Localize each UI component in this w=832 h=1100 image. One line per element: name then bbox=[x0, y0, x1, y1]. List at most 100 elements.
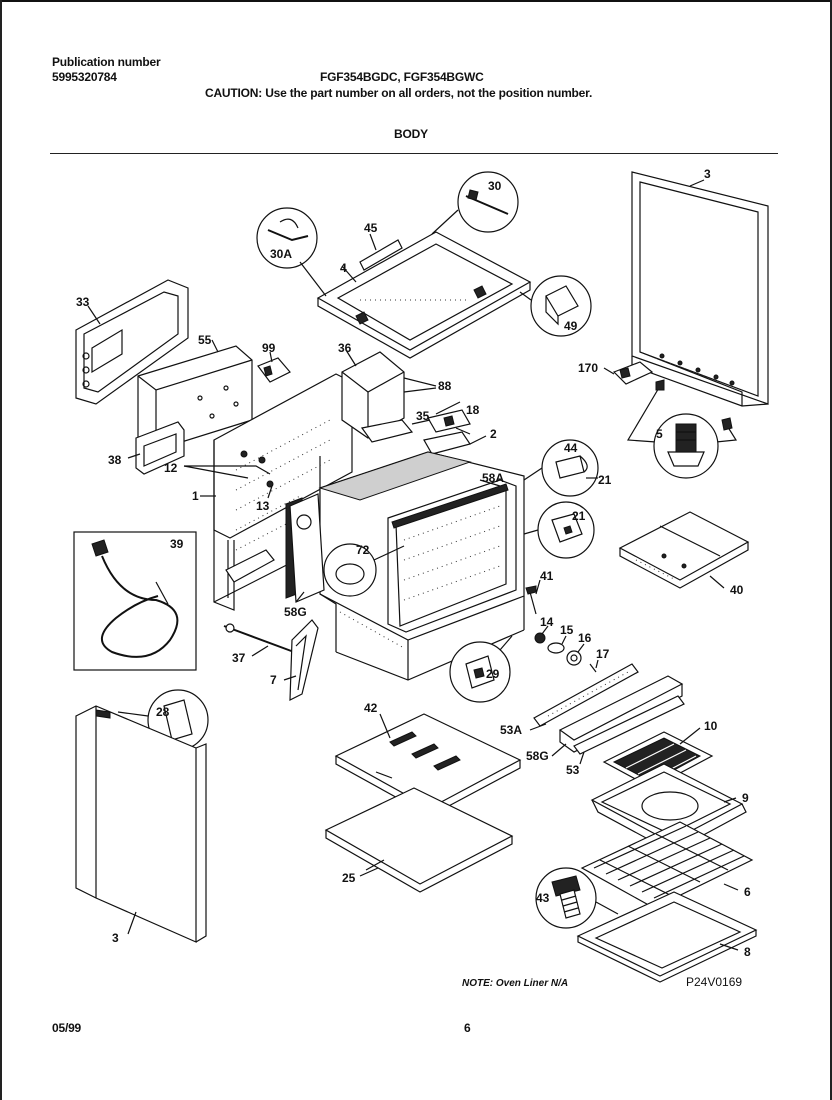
detail-21-clip bbox=[523, 501, 595, 559]
callout: 58G bbox=[284, 605, 307, 619]
callout: 16 bbox=[578, 631, 592, 645]
callout: 55 bbox=[198, 333, 212, 347]
callout: 2 bbox=[490, 427, 497, 441]
part-41-screw bbox=[525, 585, 537, 615]
part-1-side-frame bbox=[213, 373, 353, 611]
callout: 33 bbox=[76, 295, 90, 309]
part-40-shield bbox=[618, 511, 750, 589]
part-53-trim bbox=[573, 695, 685, 755]
callout: 53 bbox=[566, 763, 580, 777]
callout: 3 bbox=[112, 931, 119, 945]
callout-labels: 30 30A 45 4 49 3 33 55 99 36 88 18 35 2 … bbox=[76, 167, 751, 959]
footer-date: 05/99 bbox=[52, 1021, 82, 1035]
callout: 18 bbox=[466, 403, 480, 417]
callout: 43 bbox=[536, 891, 550, 905]
back-panel-part bbox=[631, 171, 769, 407]
callout: 40 bbox=[730, 583, 744, 597]
callout: 14 bbox=[540, 615, 554, 629]
callout: 1 bbox=[192, 489, 199, 503]
callout: 170 bbox=[578, 361, 598, 375]
callout: 21 bbox=[598, 473, 612, 487]
callout: 5 bbox=[656, 427, 663, 441]
part-58g-trim-insulation bbox=[558, 675, 684, 753]
oven-cavity bbox=[318, 451, 525, 681]
callout: 3 bbox=[704, 167, 711, 181]
callout: 45 bbox=[364, 221, 378, 235]
callout: 58A bbox=[482, 471, 504, 485]
callout: 41 bbox=[540, 569, 554, 583]
oven-liner-note: NOTE: Oven Liner N/A bbox=[462, 978, 568, 989]
drawing-code: P24V0169 bbox=[686, 975, 742, 989]
part-37-rod bbox=[223, 623, 295, 653]
callout: 8 bbox=[744, 945, 751, 959]
callout: 29 bbox=[486, 667, 500, 681]
callout: 35 bbox=[416, 409, 430, 423]
page-border-top bbox=[0, 0, 832, 2]
part-3-side-panel bbox=[75, 705, 207, 943]
callout: 53A bbox=[500, 723, 522, 737]
leader-88 bbox=[403, 387, 437, 393]
page-border-right bbox=[830, 0, 832, 1100]
part-2-bracket bbox=[423, 431, 487, 455]
callout: 17 bbox=[596, 647, 610, 661]
detail-72-gasket bbox=[323, 543, 405, 597]
callout: 13 bbox=[256, 499, 270, 513]
leader-lines bbox=[87, 179, 739, 951]
callout: 9 bbox=[742, 791, 749, 805]
leader-35 bbox=[411, 419, 431, 425]
detail-30a-clip bbox=[256, 207, 327, 297]
callout: 7 bbox=[270, 673, 277, 687]
part-42-oven-bottom bbox=[334, 713, 522, 817]
callout: 36 bbox=[338, 341, 352, 355]
callout: 10 bbox=[704, 719, 718, 733]
callout: 39 bbox=[170, 537, 184, 551]
detail-5-leveling-leg bbox=[626, 379, 738, 479]
detail-44-knob bbox=[523, 439, 599, 497]
caution-text: CAUTION: Use the part number on all orde… bbox=[205, 86, 593, 100]
detail-30-bracket bbox=[431, 171, 519, 235]
detail-29-clip bbox=[449, 635, 513, 703]
detail-43-screw bbox=[535, 867, 619, 929]
part-170-bracket bbox=[603, 361, 654, 385]
part-99-clip bbox=[257, 357, 291, 383]
part-7-hinge bbox=[289, 619, 319, 701]
callout: 58G bbox=[526, 749, 549, 763]
part-53a-trim bbox=[533, 663, 639, 727]
header-rule bbox=[50, 153, 778, 154]
callout: 88 bbox=[438, 379, 452, 393]
part-6-oven-rack bbox=[580, 821, 754, 909]
callout: 12 bbox=[164, 461, 178, 475]
part-38-bracket bbox=[135, 421, 185, 475]
callout: 49 bbox=[564, 319, 578, 333]
publication-number: 5995320784 bbox=[52, 70, 117, 84]
detail-49-bracket bbox=[519, 275, 592, 337]
callout: 4 bbox=[340, 261, 347, 275]
callout: 42 bbox=[364, 701, 378, 715]
part-25-bottom-panel bbox=[324, 787, 514, 893]
callout: 99 bbox=[262, 341, 276, 355]
part-18-bracket bbox=[427, 409, 471, 433]
footer-page-number: 6 bbox=[464, 1021, 471, 1035]
callout: 38 bbox=[108, 453, 122, 467]
part-35-plate bbox=[360, 419, 414, 443]
callout: 21 bbox=[572, 509, 586, 523]
part-33-side-bracket bbox=[75, 279, 189, 405]
callout: 44 bbox=[564, 441, 578, 455]
callout: 37 bbox=[232, 651, 246, 665]
callout: 25 bbox=[342, 871, 356, 885]
callout: 72 bbox=[356, 543, 370, 557]
part-14-15-16-17-hinge-hardware bbox=[534, 632, 597, 673]
part-8-door-frame bbox=[576, 891, 758, 983]
section-title: BODY bbox=[394, 127, 428, 141]
callout: 6 bbox=[744, 885, 751, 899]
callout: 15 bbox=[560, 623, 574, 637]
part-58g-insulation bbox=[285, 493, 325, 603]
model-numbers: FGF354BGDC, FGF354BGWC bbox=[320, 70, 484, 84]
page-border-left bbox=[0, 0, 2, 1100]
publication-label: Publication number bbox=[52, 55, 161, 69]
callout: 30 bbox=[488, 179, 502, 193]
top-rail-part bbox=[316, 231, 532, 359]
callout: 30A bbox=[270, 247, 292, 261]
